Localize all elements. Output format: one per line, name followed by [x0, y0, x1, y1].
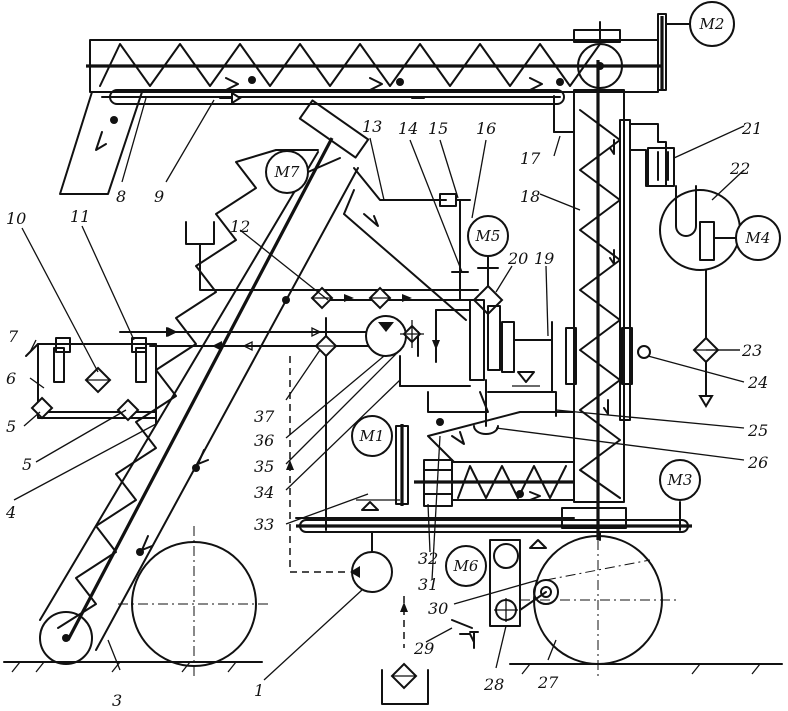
ground	[3, 661, 783, 675]
motor-m1-label: M1	[359, 427, 385, 445]
label-8: 10	[6, 209, 26, 228]
motor-m3	[659, 459, 701, 501]
lower-auger	[414, 411, 575, 501]
motor-m2	[689, 1, 735, 47]
oil-tank	[185, 221, 301, 291]
label-21: 21	[741, 119, 762, 138]
label-13: 13	[362, 117, 382, 136]
motor-m6-label: M6	[453, 557, 479, 575]
motor-m7	[265, 150, 309, 194]
label-5a: 5	[6, 417, 16, 436]
label-24: 24	[747, 373, 768, 392]
label-17: 17	[520, 149, 541, 168]
m3-drive: M3	[659, 459, 701, 531]
separator-assembly: M4	[629, 123, 781, 408]
label-6: 6	[6, 369, 16, 388]
motor-m7-label: M7	[274, 163, 300, 181]
label-4: 4	[5, 503, 16, 522]
label-11: 9	[154, 187, 164, 206]
motor-m5-label: M5	[475, 227, 501, 245]
label-7: 7	[8, 327, 19, 346]
motor-m3-label: M3	[667, 471, 693, 489]
label-3: 3	[112, 691, 122, 710]
motor-m4	[735, 215, 781, 261]
top-auger	[59, 21, 662, 195]
label-1: 1	[254, 681, 264, 700]
m1-drive: M1	[351, 415, 453, 507]
pump-1	[350, 531, 429, 705]
label-28: 28	[483, 675, 504, 694]
label-16: 16	[476, 119, 496, 138]
label-29: 29	[413, 639, 434, 658]
m7-drive: M7	[265, 150, 341, 194]
label-9: 11	[70, 207, 90, 226]
vertical-elevator	[553, 60, 651, 540]
label-22: 22	[729, 159, 750, 178]
feed-chute	[343, 167, 471, 321]
label-27: 27	[537, 673, 559, 692]
m6-drive: M6	[445, 539, 547, 649]
front-wheel	[118, 526, 270, 680]
label-34: 34	[254, 483, 274, 502]
label-10: 8	[116, 187, 126, 206]
label-20: 20	[507, 249, 528, 268]
pump-36	[365, 315, 424, 357]
rear-wheel	[520, 520, 680, 680]
hydraulic-block	[25, 331, 157, 425]
label-36: 36	[254, 431, 274, 450]
label-26: 26	[747, 453, 768, 472]
label-37: 37	[254, 407, 275, 426]
label-33: 33	[254, 515, 274, 534]
motor-m1	[351, 415, 393, 457]
label-35: 35	[254, 457, 274, 476]
label-19: 19	[534, 249, 554, 268]
label-25: 25	[747, 421, 768, 440]
label-18: 18	[520, 187, 540, 206]
label-15: 15	[428, 119, 448, 138]
bottom-frame	[295, 499, 692, 541]
label-32: 32	[418, 549, 438, 568]
label-12: 12	[230, 217, 250, 236]
label-31: 31	[418, 575, 438, 594]
motor-m4-label: M4	[745, 229, 771, 247]
label-30: 30	[428, 599, 448, 618]
leader-lines	[13, 97, 745, 681]
label-14: 14	[398, 119, 418, 138]
motor-m6	[445, 545, 487, 587]
m5-drive: M5	[451, 199, 509, 316]
number-labels: 10 11 8 9 12 13 14 15 16 17 18 20 19 21 …	[5, 117, 768, 710]
valves	[310, 286, 412, 358]
m2-drive: M2	[657, 1, 735, 91]
motor-m2-label: M2	[699, 15, 725, 33]
label-5b: 5	[22, 455, 32, 474]
label-23: 23	[741, 341, 762, 360]
distributor	[427, 299, 557, 445]
